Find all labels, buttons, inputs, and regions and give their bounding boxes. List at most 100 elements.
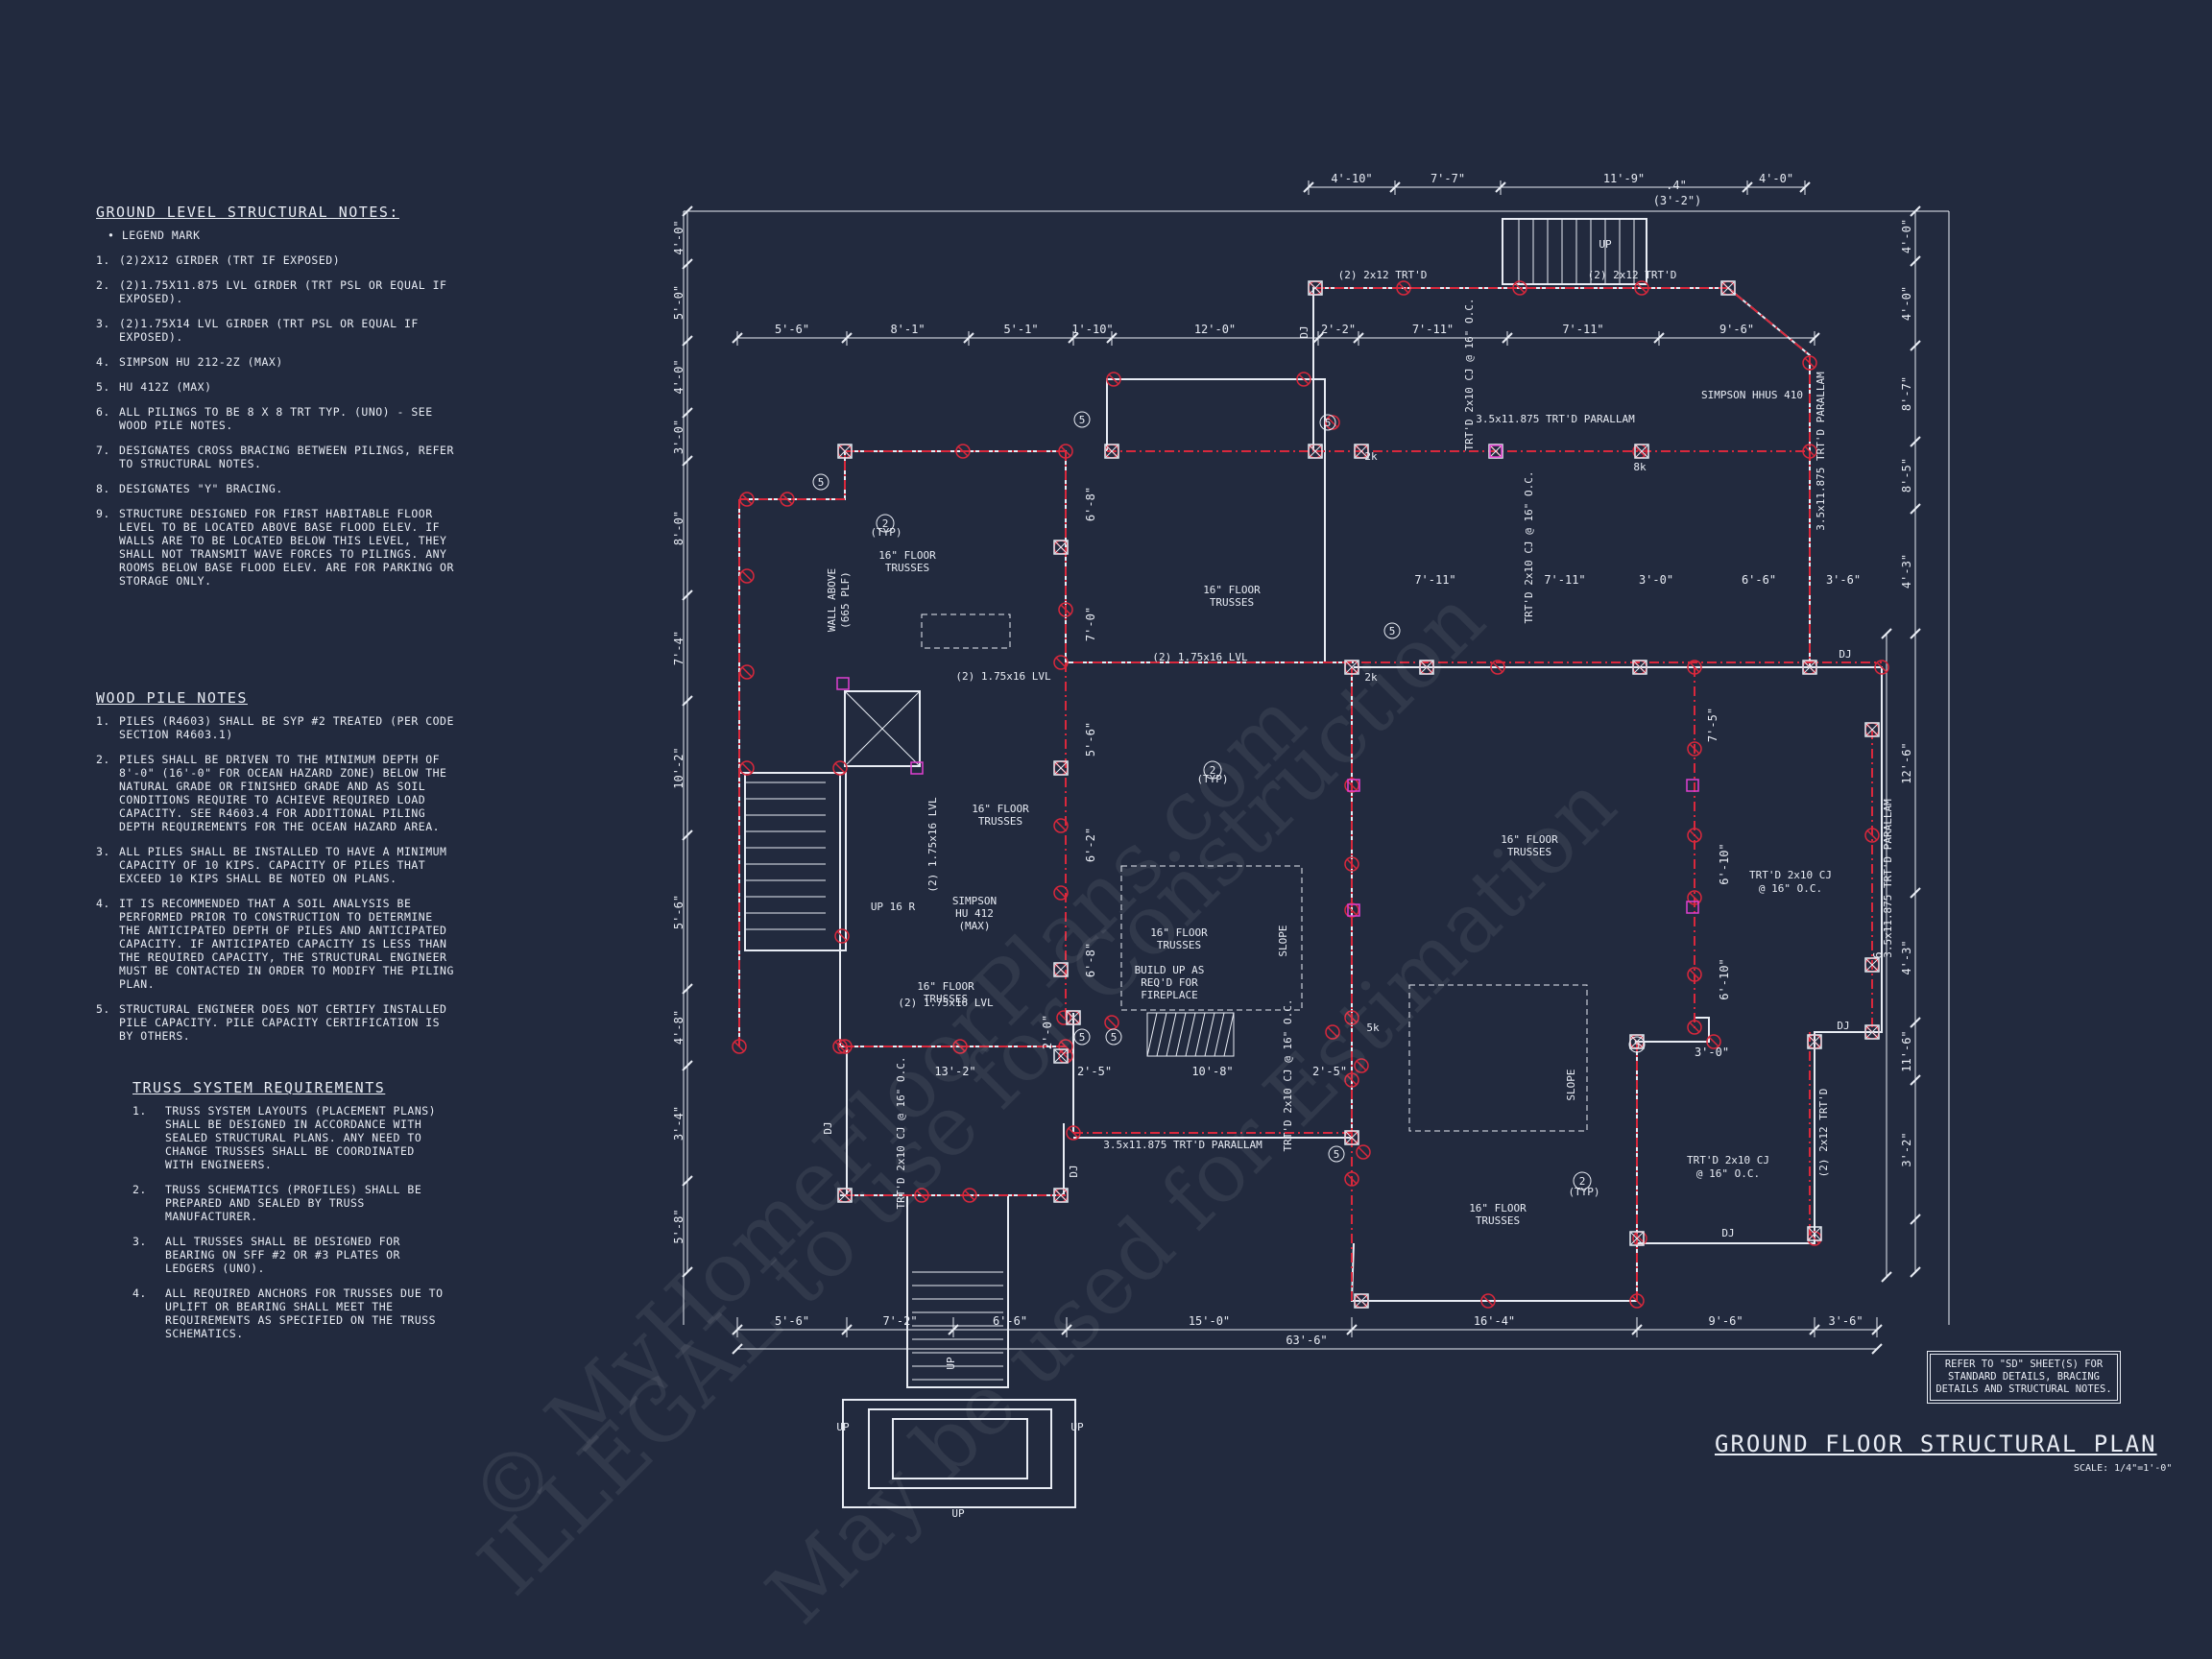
- dimension-value: 16'-4": [1474, 1314, 1515, 1328]
- dimension-tick: [682, 695, 693, 707]
- piling-x: [1054, 541, 1068, 554]
- note-number: 5.: [96, 380, 110, 394]
- truss-label: 16" FLOOR: [1501, 833, 1558, 846]
- dimension-tick: [682, 258, 693, 270]
- piling-mark: [1687, 660, 1702, 675]
- dimension-tick: [1881, 628, 1892, 639]
- load-tag: 5k: [1366, 1022, 1380, 1034]
- beam-label: 3.5x11.875 TRT'D PARALLAM: [1103, 1139, 1262, 1151]
- dimension-tick: [1910, 436, 1921, 447]
- note-text: STRUCTURE DESIGNED FOR FIRST HABITABLE F…: [119, 507, 454, 588]
- piling-mark: [1512, 280, 1527, 296]
- piling-mark: [1687, 741, 1702, 757]
- piling-mark: [1354, 1058, 1369, 1073]
- lvl-label: (2) 1.75x16 LVL: [898, 997, 994, 1009]
- piling-cross: [834, 762, 846, 774]
- piling-cross: [954, 1041, 966, 1052]
- dimension-value: 5'-6": [775, 323, 809, 336]
- piling-cross: [964, 1190, 975, 1201]
- piling-cross: [1492, 661, 1503, 673]
- dimension-value: 4'-0": [672, 359, 685, 394]
- dimension-tick: [682, 335, 693, 347]
- interior-dimension: 6'-8": [1084, 943, 1097, 977]
- piling-mark: [1344, 856, 1359, 872]
- truss-label: 16" FLOOR: [1150, 926, 1208, 939]
- piling-magenta: [1686, 779, 1699, 792]
- piling-cross: [1689, 743, 1700, 755]
- piling-mark: [1490, 660, 1505, 675]
- piling-square: [1053, 760, 1069, 776]
- note-item: 7.DESIGNATES CROSS BRACING BETWEEN PILIN…: [96, 444, 461, 470]
- joist-label: TRT'D 2x10 CJ @ 16" O.C.: [895, 1057, 907, 1210]
- load-tag: 2k: [1364, 450, 1378, 463]
- dimension-tick: [1910, 205, 1921, 217]
- interior-dimension: 3'-0": [1695, 1046, 1729, 1059]
- piling-square: [1053, 540, 1069, 555]
- ground-notes-list: 1.(2)2x12 GIRDER (TRT IF EXPOSED)2.(2)1.…: [96, 253, 461, 588]
- piling-square: [1634, 444, 1649, 459]
- hatch-line: [1223, 1012, 1235, 1057]
- piling-cross: [1055, 820, 1067, 831]
- piling-cross: [1804, 445, 1815, 457]
- note-number: 8.: [96, 482, 110, 495]
- piling-magenta: [910, 761, 924, 775]
- note-number: 4.: [96, 355, 110, 369]
- piling-cross: [836, 930, 848, 942]
- slope-label: SLOPE: [1565, 1069, 1577, 1100]
- piling-square: [1720, 280, 1736, 296]
- piling-mark: [1480, 1293, 1496, 1309]
- piling-mark: [1802, 444, 1817, 459]
- fireplace-label: FIREPLACE: [1141, 989, 1198, 1001]
- callout-circle: [812, 473, 830, 491]
- piling-square: [1354, 1293, 1369, 1309]
- dimension-value: 7'-2": [882, 1314, 917, 1328]
- piling-mark: [739, 568, 755, 584]
- piling-mark: [952, 1039, 968, 1054]
- dimension-tick: [1910, 340, 1921, 351]
- hatch-line: [1194, 1012, 1206, 1057]
- dimension-tick: [1910, 887, 1921, 899]
- dimension-tick: [1910, 1214, 1921, 1225]
- note-text: ALL REQUIRED ANCHORS FOR TRUSSES DUE TO …: [165, 1286, 444, 1340]
- dimension-value: 4'-0": [1900, 286, 1913, 321]
- piling-mark: [1687, 890, 1702, 905]
- piling-cross: [916, 1190, 927, 1201]
- callout-number: 2: [1210, 764, 1216, 777]
- truss-label: TRUSSES: [924, 993, 968, 1005]
- piling-x: [1105, 445, 1118, 458]
- hatch-line: [1185, 1012, 1196, 1057]
- callout-circle: [876, 514, 895, 533]
- note-text: ALL PILES SHALL BE INSTALLED TO HAVE A M…: [119, 845, 447, 885]
- dimension-value: 3'-0": [672, 420, 685, 454]
- dj-label: DJ: [1721, 1227, 1734, 1239]
- note-item: 4.ALL REQUIRED ANCHORS FOR TRUSSES DUE T…: [132, 1286, 449, 1340]
- piling-cross: [834, 1041, 846, 1052]
- piling-square: [1344, 1130, 1359, 1145]
- dj-label: DJ: [1068, 1165, 1080, 1177]
- note-item: 1.TRUSS SYSTEM LAYOUTS (PLACEMENT PLANS)…: [132, 1104, 449, 1171]
- callout-number: 5: [1325, 417, 1332, 429]
- note-number: 1.: [96, 714, 110, 728]
- note-number: 7.: [96, 444, 110, 457]
- hanger-label: SIMPSON: [952, 895, 997, 907]
- note-item: 1.(2)2x12 GIRDER (TRT IF EXPOSED): [96, 253, 461, 267]
- piling-x: [1067, 1011, 1080, 1024]
- note-item: 2.PILES SHALL BE DRIVEN TO THE MINIMUM D…: [96, 753, 461, 833]
- piling-cross: [1346, 1012, 1358, 1023]
- note-item: 9.STRUCTURE DESIGNED FOR FIRST HABITABLE…: [96, 507, 461, 588]
- piling-cross: [1060, 1041, 1071, 1052]
- piling-mark: [1629, 1293, 1645, 1309]
- piling-cross: [1876, 661, 1887, 673]
- piling-mark: [1056, 1010, 1071, 1025]
- wall-outline: [1354, 666, 1883, 1244]
- dimension-tick: [1881, 1271, 1892, 1283]
- piling-square: [1802, 660, 1817, 675]
- piling-square: [1632, 660, 1647, 675]
- piling-mark: [1344, 1010, 1359, 1025]
- hanger-label: HU 412: [955, 907, 994, 920]
- interior-dimension: 6'-10": [1718, 958, 1731, 999]
- dimension-tick: [682, 830, 693, 841]
- piling-mark: [837, 1039, 853, 1054]
- piling-cross: [781, 493, 793, 505]
- piling-cross: [1631, 1295, 1643, 1307]
